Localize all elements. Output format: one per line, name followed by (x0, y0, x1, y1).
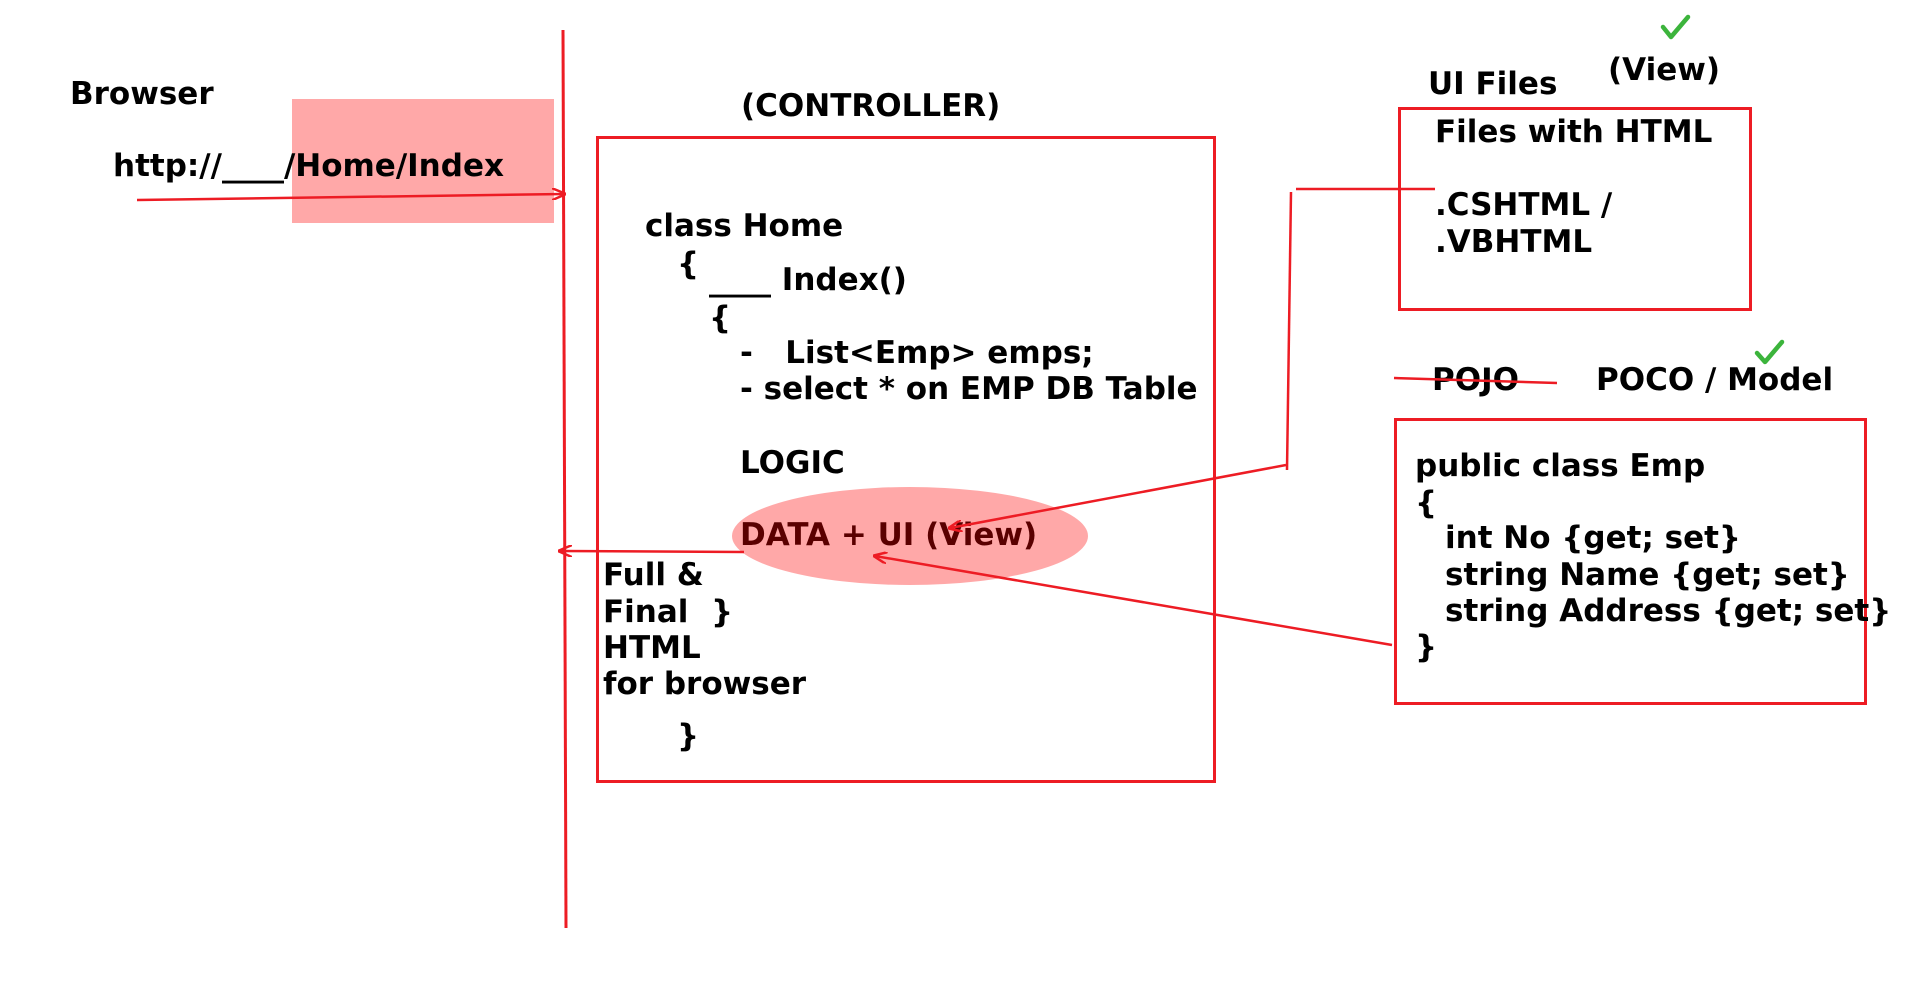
model-line: } (1415, 629, 1438, 665)
check-icon (1660, 14, 1691, 40)
view-tag: (View) (1608, 52, 1721, 88)
controller-box (596, 136, 1216, 783)
request-arrow (136, 194, 564, 202)
output-line: for browser (603, 666, 807, 702)
output-line: Final (603, 594, 689, 630)
model-line: public class Emp (1415, 448, 1706, 484)
view-box (1398, 107, 1752, 311)
view-line: .VBHTML (1435, 224, 1593, 260)
model-line: string Name {get; set} (1445, 557, 1850, 593)
model-label: POCO / Model (1596, 362, 1834, 398)
browser-label: Browser (70, 76, 214, 112)
data-ui-highlight (732, 487, 1088, 585)
model-line: string Address {get; set} (1445, 593, 1892, 629)
url-highlight (292, 99, 554, 223)
code-line: - select * on EMP DB Table (740, 371, 1198, 407)
view-line: .CSHTML / (1435, 187, 1613, 223)
pojo-strike (1393, 376, 1558, 385)
model-to-data-arrow (875, 556, 1393, 647)
output-brace: } (711, 594, 734, 630)
data-ui-label: DATA + UI (View) (740, 517, 1038, 553)
code-line: ____ Index() (709, 262, 907, 298)
view-connector-vertical (1285, 191, 1293, 471)
code-line: class Home (645, 208, 844, 244)
response-arrow (560, 551, 745, 552)
code-line: } (677, 718, 700, 754)
check-icon (1754, 339, 1785, 365)
model-line: int No {get; set} (1445, 520, 1741, 556)
code-line: - List<Emp> emps; (740, 335, 1094, 371)
model-box (1394, 418, 1867, 705)
controller-title: (CONTROLLER) (741, 88, 1001, 124)
model-line: { (1415, 485, 1438, 521)
browser-url: http://____/Home/Index (113, 148, 504, 184)
output-line: Full & (603, 557, 704, 593)
output-line: HTML (603, 630, 701, 666)
boundary-line (561, 29, 568, 929)
logic-label: LOGIC (740, 445, 845, 481)
view-to-data-arrow (950, 463, 1287, 528)
code-line: { (709, 300, 732, 336)
view-line: Files with HTML (1435, 114, 1713, 150)
ui-files-label: UI Files (1428, 66, 1558, 102)
code-line: { (677, 246, 700, 282)
